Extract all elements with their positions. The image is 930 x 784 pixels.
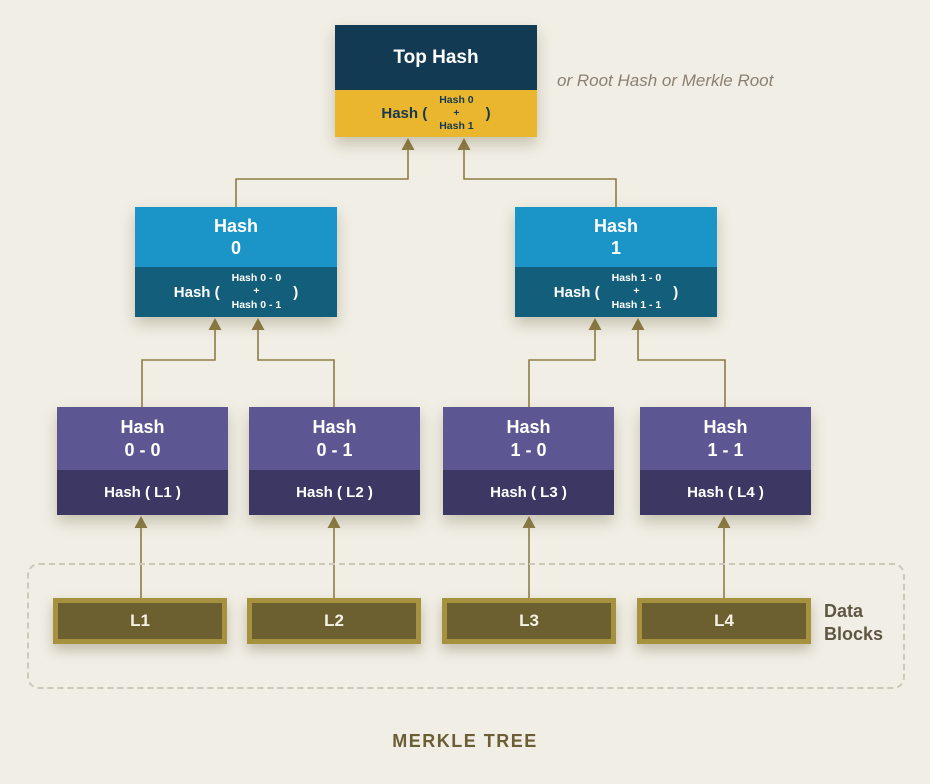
plus-operator: +	[253, 285, 260, 298]
title-line-2: 1 - 0	[510, 439, 547, 460]
arrowhead-icon	[522, 516, 536, 528]
arrowhead-icon	[717, 516, 731, 528]
hash-0-0-title: Hash 0 - 0	[120, 416, 164, 461]
data-block-l2-label: L2	[252, 603, 416, 639]
arrowhead-icon	[134, 516, 148, 528]
arrowhead-icon	[208, 318, 222, 330]
formula-suffix: )	[673, 283, 679, 301]
arrowhead-icon	[457, 138, 471, 150]
hash-1-0-formula: Hash ( L3 )	[490, 484, 567, 501]
node-hash-0-1: Hash 0 - 1 Hash ( L2 )	[249, 407, 420, 515]
hash-0-0-title-band: Hash 0 - 0	[57, 407, 228, 470]
arrowhead-icon	[588, 318, 602, 330]
title-line-1: Hash	[120, 417, 165, 437]
hash-0-title-band: Hash 0	[135, 207, 337, 267]
hash-1-formula: Hash ( Hash 1 - 0 + Hash 1 - 1 )	[554, 272, 678, 311]
plus-operator: +	[633, 285, 640, 298]
connector-hash01-to-hash0	[257, 329, 335, 407]
hash-1-formula-band: Hash ( Hash 1 - 0 + Hash 1 - 1 )	[515, 267, 717, 317]
hash-0-1-title: Hash 0 - 1	[312, 416, 356, 461]
top-hash-title: Top Hash	[393, 46, 479, 68]
hash-1-1-formula-band: Hash ( L4 )	[640, 470, 811, 515]
node-hash-1-0: Hash 1 - 0 Hash ( L3 )	[443, 407, 614, 515]
hash-1-1-title: Hash 1 - 1	[703, 416, 747, 461]
hash-1-0-title: Hash 1 - 0	[506, 416, 550, 461]
data-block-l3: L3	[442, 598, 616, 644]
operand-bottom: Hash 1	[439, 120, 474, 133]
hash-0-title: Hash 0	[214, 215, 258, 260]
hash-0-formula: Hash ( Hash 0 - 0 + Hash 0 - 1 )	[174, 272, 298, 311]
title-line-2: 0 - 1	[316, 439, 353, 460]
hash-0-1-formula-band: Hash ( L2 )	[249, 470, 420, 515]
title-line-1: Hash	[312, 417, 357, 437]
node-hash-0-0: Hash 0 - 0 Hash ( L1 )	[57, 407, 228, 515]
hash-1-title-band: Hash 1	[515, 207, 717, 267]
title-line-2: 1	[610, 238, 621, 258]
data-block-l3-label: L3	[447, 603, 611, 639]
formula-operands: Hash 0 - 0 + Hash 0 - 1	[232, 272, 282, 311]
title-line-2: 0 - 0	[124, 439, 161, 460]
hash-0-1-title-band: Hash 0 - 1	[249, 407, 420, 470]
title-line-1: Hash	[506, 417, 551, 437]
data-blocks-label: Data Blocks	[824, 600, 883, 645]
formula-suffix: )	[293, 283, 299, 301]
top-hash-formula-band: Hash ( Hash 0 + Hash 1 )	[335, 90, 537, 137]
formula-operands: Hash 0 + Hash 1	[439, 94, 473, 133]
data-block-l2: L2	[247, 598, 421, 644]
data-blocks-label-line2: Blocks	[824, 623, 884, 644]
top-hash-formula: Hash ( Hash 0 + Hash 1 )	[381, 94, 490, 133]
node-top-hash: Top Hash Hash ( Hash 0 + Hash 1 )	[335, 25, 537, 137]
node-hash-1-1: Hash 1 - 1 Hash ( L4 )	[640, 407, 811, 515]
hash-0-0-formula: Hash ( L1 )	[104, 484, 181, 501]
node-hash-1: Hash 1 Hash ( Hash 1 - 0 + Hash 1 - 1 )	[515, 207, 717, 317]
operand-bottom: Hash 1 - 1	[611, 298, 662, 311]
diagram-title: MERKLE TREE	[392, 731, 538, 751]
hash-1-0-formula-band: Hash ( L3 )	[443, 470, 614, 515]
hash-0-1-formula: Hash ( L2 )	[296, 484, 373, 501]
formula-prefix: Hash (	[381, 105, 428, 122]
connector-hash10-to-hash1	[528, 329, 596, 407]
operand-top: Hash 1 - 0	[611, 272, 662, 285]
data-block-l4-label: L4	[642, 603, 806, 639]
data-block-l1: L1	[53, 598, 227, 644]
hash-1-1-formula: Hash ( L4 )	[687, 484, 764, 501]
connector-hash1-to-root	[463, 149, 617, 207]
formula-operands: Hash 1 - 0 + Hash 1 - 1	[612, 272, 662, 311]
formula-prefix: Hash (	[553, 283, 600, 301]
connector-hash00-to-hash0	[141, 329, 216, 407]
formula-suffix: )	[485, 105, 491, 122]
connector-hash0-to-root	[235, 149, 409, 207]
hash-1-1-title-band: Hash 1 - 1	[640, 407, 811, 470]
data-block-l1-label: L1	[58, 603, 222, 639]
hash-0-0-formula-band: Hash ( L1 )	[57, 470, 228, 515]
title-line-2: 0	[230, 238, 241, 258]
title-line-2: 1 - 1	[707, 439, 744, 460]
title-line-1: Hash	[593, 215, 638, 236]
data-blocks-container	[27, 563, 905, 689]
data-block-l4: L4	[637, 598, 811, 644]
top-hash-title-band: Top Hash	[335, 25, 537, 90]
title-line-1: Hash	[213, 215, 258, 236]
arrowhead-icon	[327, 516, 341, 528]
operand-top: Hash 0	[439, 93, 474, 106]
hash-0-formula-band: Hash ( Hash 0 - 0 + Hash 0 - 1 )	[135, 267, 337, 317]
node-hash-0: Hash 0 Hash ( Hash 0 - 0 + Hash 0 - 1 )	[135, 207, 337, 317]
formula-prefix: Hash (	[173, 283, 220, 301]
data-blocks-label-line1: Data	[824, 601, 864, 621]
connector-hash11-to-hash1	[637, 329, 726, 407]
title-line-1: Hash	[703, 417, 748, 437]
arrowhead-icon	[631, 318, 645, 330]
arrowhead-icon	[401, 138, 415, 150]
hash-1-0-title-band: Hash 1 - 0	[443, 407, 614, 470]
root-hash-note: or Root Hash or Merkle Root	[557, 71, 774, 90]
operand-bottom: Hash 0 - 1	[231, 298, 282, 311]
arrowhead-icon	[251, 318, 265, 330]
operand-top: Hash 0 - 0	[231, 272, 282, 285]
plus-operator: +	[453, 106, 460, 119]
hash-1-title: Hash 1	[594, 215, 638, 260]
